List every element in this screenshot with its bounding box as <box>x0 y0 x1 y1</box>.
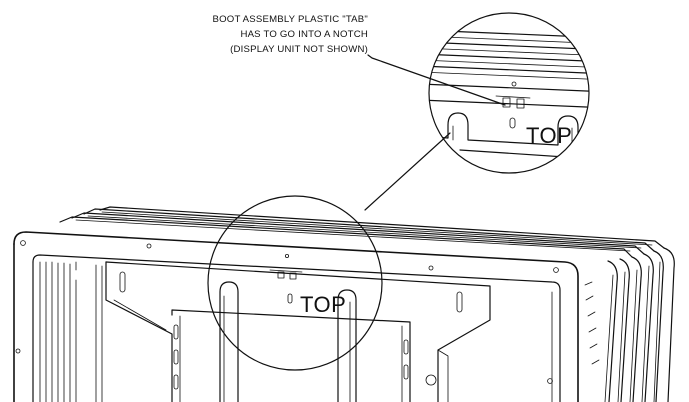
detail-circle-small <box>207 195 383 371</box>
callout-line-2: HAS TO GO INTO A NOTCH <box>240 29 368 40</box>
callout-note: BOOT ASSEMBLY PLASTIC "TAB" HAS TO GO IN… <box>213 14 368 55</box>
top-label-main: TOP <box>300 292 346 317</box>
callout-line-3: (DISPLAY UNIT NOT SHOWN) <box>230 44 368 55</box>
top-fins <box>59 206 665 258</box>
left-ribs <box>45 261 103 402</box>
front-frame <box>13 231 579 402</box>
mounting-bracket <box>105 261 491 402</box>
detail-circle-large <box>428 12 590 174</box>
boot-assembly-main-view: TOP <box>13 195 675 402</box>
detail-view: TOP <box>428 12 590 174</box>
callout-line-1: BOOT ASSEMBLY PLASTIC "TAB" <box>213 14 368 25</box>
leader-line <box>367 54 506 106</box>
detail-connector <box>364 132 451 211</box>
right-side-fins <box>584 247 675 402</box>
top-label-detail: TOP <box>526 123 572 148</box>
boot-tab-main <box>269 253 303 304</box>
